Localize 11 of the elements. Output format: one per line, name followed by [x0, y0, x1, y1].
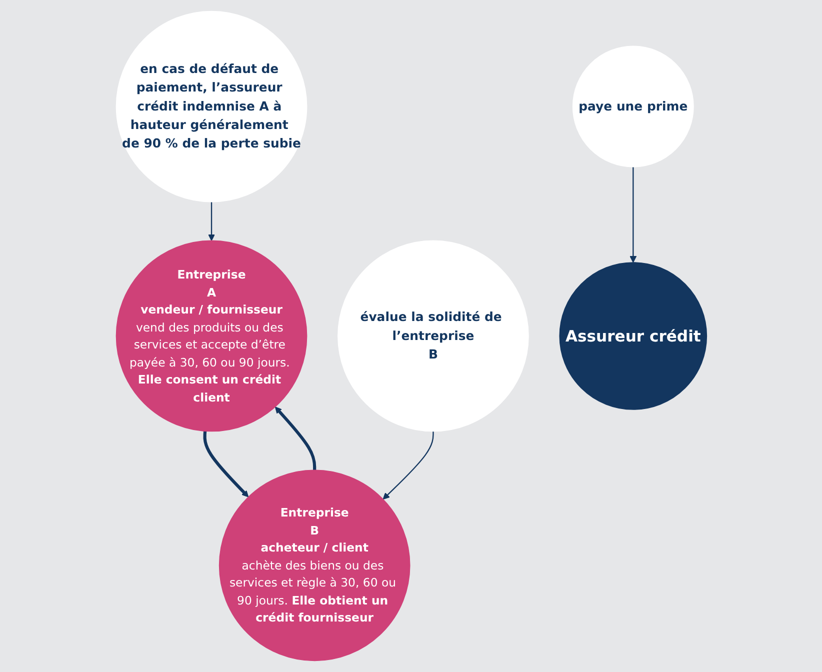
arrow — [208, 202, 214, 241]
arrow — [274, 406, 316, 470]
arrow — [629, 166, 636, 263]
arrow — [202, 430, 248, 498]
node-circle: Assureur crédit — [558, 262, 707, 410]
node-circle: évalue la solidité de l’entreprise B — [337, 240, 528, 432]
node-circle: paye une prime — [572, 46, 694, 168]
node-circle: Entreprise B acheteur / client achète des biens ou des services et règle à 30, 60 ou 90 jours. Elle obtient un crédit fournisseur — [218, 470, 410, 662]
arrow — [382, 431, 434, 500]
node-circle: Entreprise A vendeur / fournisseur vend des produits ou des services et accepte d’être payée à 30, 60 ou 90 jours. Elle consent un crédit client — [115, 240, 307, 432]
node-circle: en cas de défaut de paiement, l’assureur crédit indemnise A à hauteur généralement de 90 % de la perte subie — [115, 10, 307, 202]
